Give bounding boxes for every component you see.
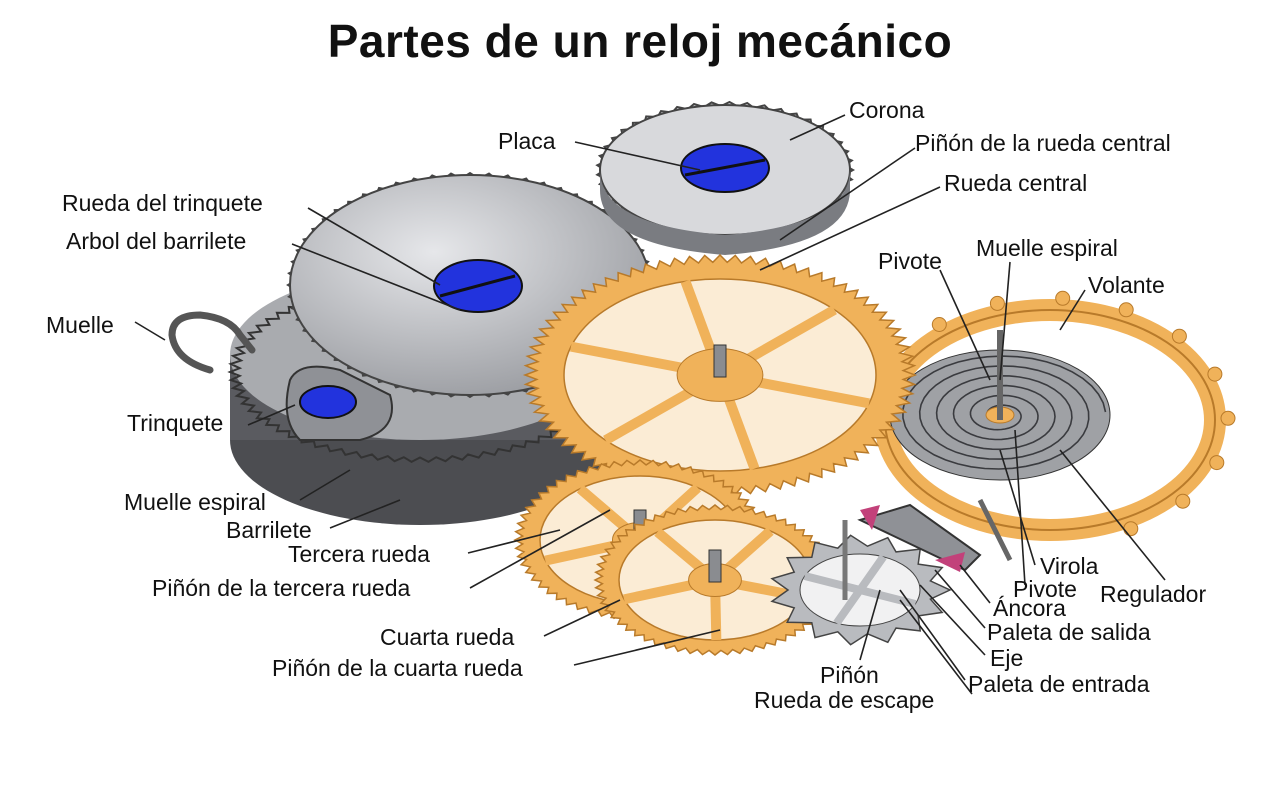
label-regulador: Regulador <box>1100 581 1207 607</box>
label-cuarta-rueda: Cuarta rueda <box>380 624 515 650</box>
label-tercera-rueda: Tercera rueda <box>288 541 430 567</box>
label-pinon-cuarta: Piñón de la cuarta rueda <box>272 655 523 681</box>
label-rueda-trinquete: Rueda del trinquete <box>62 190 263 216</box>
label-trinquete: Trinquete <box>127 410 224 436</box>
spring-hook <box>168 311 256 374</box>
center-wheel <box>522 253 918 497</box>
crown-wheel-group <box>595 100 856 255</box>
label-eje: Eje <box>990 645 1024 671</box>
label-pinon-tercera: Piñón de la tercera rueda <box>152 575 411 601</box>
page-title: Partes de un reloj mecánico <box>327 15 953 67</box>
escape-wheel <box>770 534 952 646</box>
label-placa: Placa <box>498 128 556 154</box>
leader-lines <box>134 114 1166 695</box>
click-part <box>285 365 393 441</box>
label-pinon-rueda-central: Piñón de la rueda central <box>915 130 1171 156</box>
label-rueda-central: Rueda central <box>944 170 1088 196</box>
label-rueda-escape: Rueda de escape <box>754 687 935 713</box>
label-barrilete: Barrilete <box>226 517 312 543</box>
label-muelle-espiral-left: Muelle espiral <box>124 489 266 515</box>
pallet-fork <box>842 498 1013 600</box>
label-volante: Volante <box>1088 272 1165 298</box>
label-paleta-entrada: Paleta de entrada <box>968 671 1150 697</box>
label-pivote-top: Pivote <box>878 248 942 274</box>
fourth-wheel <box>593 504 837 656</box>
label-ancora: Áncora <box>993 595 1066 621</box>
label-paleta-salida: Paleta de salida <box>987 619 1151 645</box>
label-pivote-bottom: Pivote <box>1013 576 1077 602</box>
label-pinon: Piñón <box>820 662 879 688</box>
label-virola: Virola <box>1040 553 1099 579</box>
label-corona: Corona <box>849 97 925 123</box>
label-muelle-espiral-top: Muelle espiral <box>976 235 1118 261</box>
label-arbol-barrilete: Arbol del barrilete <box>66 228 247 254</box>
label-muelle: Muelle <box>46 312 114 338</box>
